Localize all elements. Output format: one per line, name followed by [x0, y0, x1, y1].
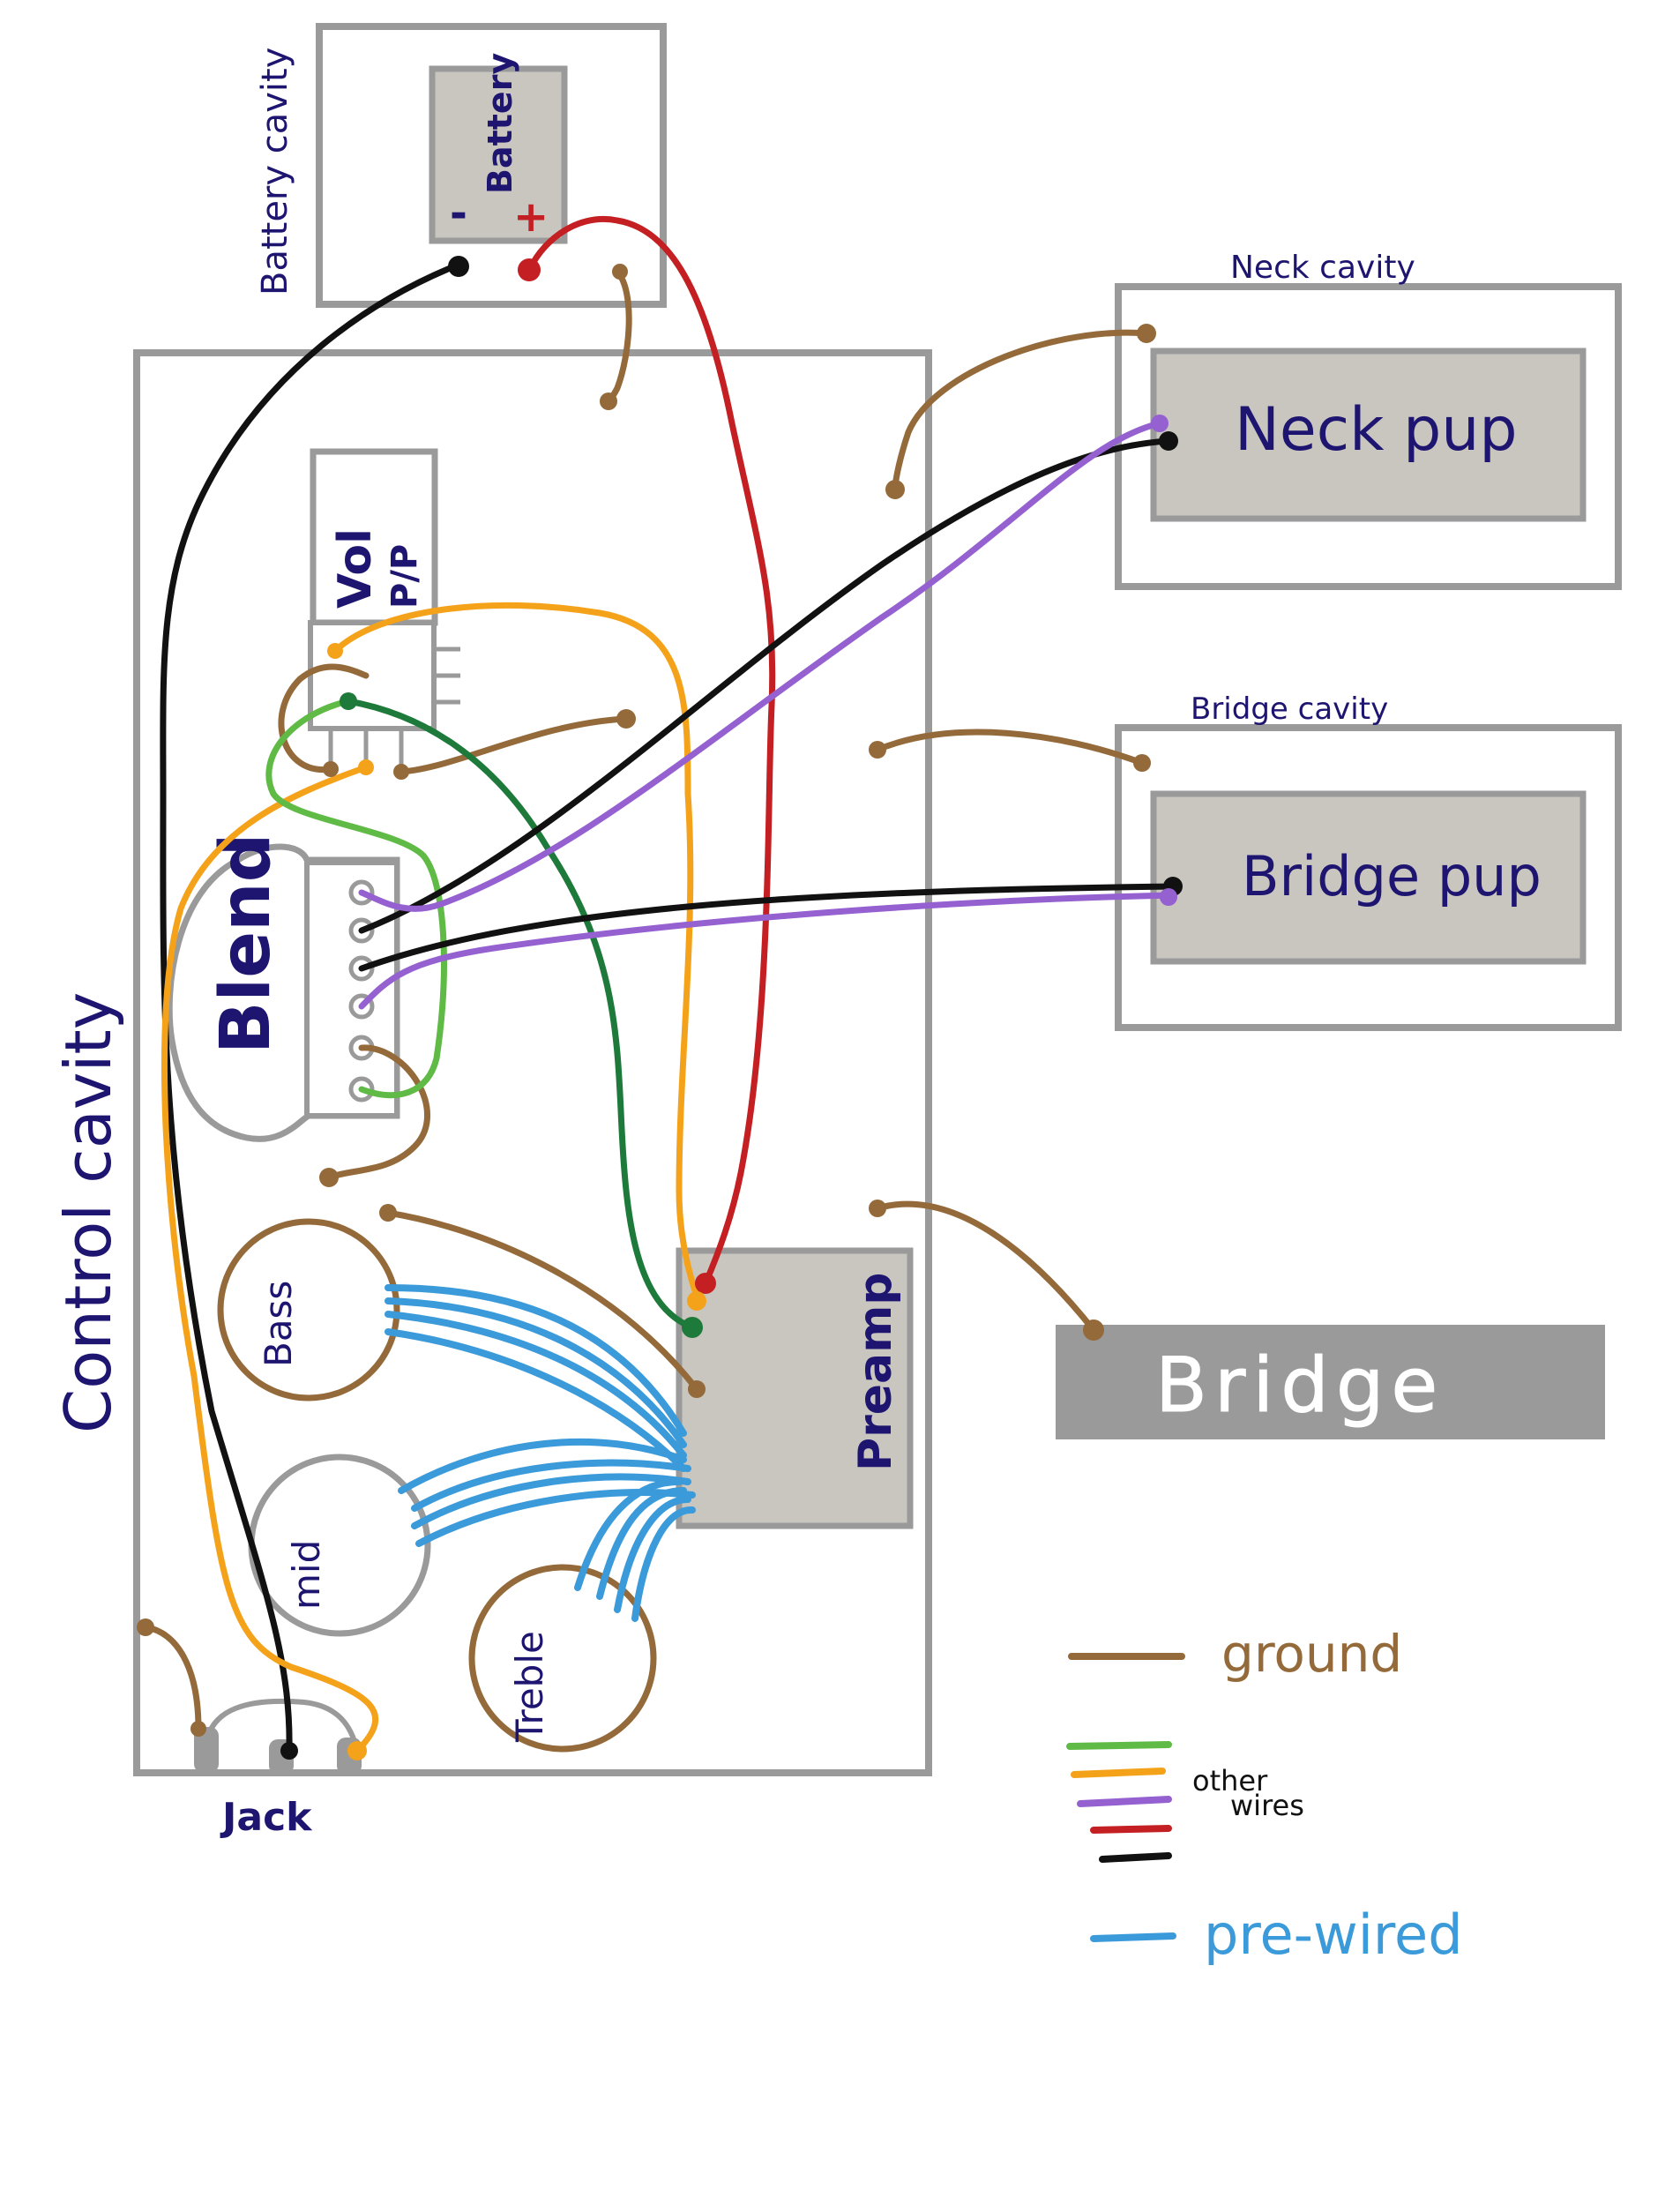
battery-cavity-label: Battery cavity [255, 48, 295, 295]
volume-pot: Vol P/P [308, 448, 460, 766]
legend-other-label-line1: other [1192, 1764, 1268, 1798]
preamp: Preamp [676, 1247, 914, 1529]
green-wire-volume-blend [265, 698, 447, 1099]
black-wire-bridge [358, 883, 1181, 972]
bass-label: Bass [257, 1281, 300, 1367]
legend-green-swatch [1066, 1741, 1172, 1750]
bridge-cavity-label: Bridge cavity [1191, 691, 1388, 727]
battery-label: Battery [481, 53, 519, 194]
bridge-block: Bridge [1056, 1325, 1605, 1439]
bass-pot: Bass [217, 1218, 400, 1401]
battery-minus-label: - [450, 189, 467, 238]
mid-label: mid [285, 1540, 328, 1610]
battery: Battery - + [429, 53, 568, 244]
jack-label: Jack [220, 1795, 313, 1840]
purple-wire-neck [358, 420, 1163, 912]
legend-prewired-label: pre-wired [1204, 1902, 1463, 1967]
red-wire [526, 216, 776, 1287]
control-cavity: Control cavity [51, 349, 932, 1776]
bridge-pickup-label: Bridge pup [1242, 844, 1542, 908]
preamp-label: Preamp [849, 1272, 902, 1471]
battery-cavity: Battery cavity [255, 23, 667, 308]
treble-label: Treble [508, 1631, 551, 1743]
bridge-cavity: Bridge cavity [1115, 691, 1622, 1031]
dark-green-wire [345, 698, 696, 1331]
blend-label: Blend [206, 833, 286, 1054]
black-wire-battery-jack [160, 261, 462, 1754]
prewired-wires [385, 1284, 696, 1622]
orange-wire-volume-preamp [332, 602, 700, 1300]
legend: ground other wires pre-wired [1066, 1624, 1463, 1967]
legend-orange-swatch [1071, 1768, 1166, 1778]
legend-black-swatch [1099, 1852, 1172, 1863]
orange-wire-volume-jack [161, 764, 379, 1754]
neck-pickup-label: Neck pup [1235, 395, 1518, 465]
legend-other-label-line2: wires [1230, 1789, 1304, 1822]
volume-label-line1: Vol [329, 528, 382, 609]
purple-wire-bridge [358, 892, 1176, 1010]
neck-pickup: Neck pup [1150, 348, 1587, 522]
bridge-label: Bridge [1155, 1342, 1445, 1430]
volume-label-line2: P/P [385, 544, 425, 609]
legend-purple-swatch [1077, 1796, 1172, 1807]
solder-points [137, 256, 1183, 1760]
ground-wires [142, 268, 1150, 1732]
treble-pot: Treble [468, 1564, 657, 1753]
legend-red-swatch [1090, 1825, 1172, 1834]
jack-lug-ground [194, 1727, 219, 1773]
blend-pot: Blend [166, 833, 400, 1142]
legend-ground-label: ground [1221, 1624, 1402, 1684]
battery-plus-label: + [513, 192, 549, 242]
bridge-pickup: Bridge pup [1150, 790, 1587, 965]
neck-cavity-label: Neck cavity [1230, 250, 1415, 286]
black-wire-neck [358, 437, 1172, 934]
legend-prewired-swatch [1090, 1932, 1176, 1942]
mid-pot: mid [248, 1454, 431, 1637]
control-cavity-label: Control cavity [51, 992, 125, 1433]
